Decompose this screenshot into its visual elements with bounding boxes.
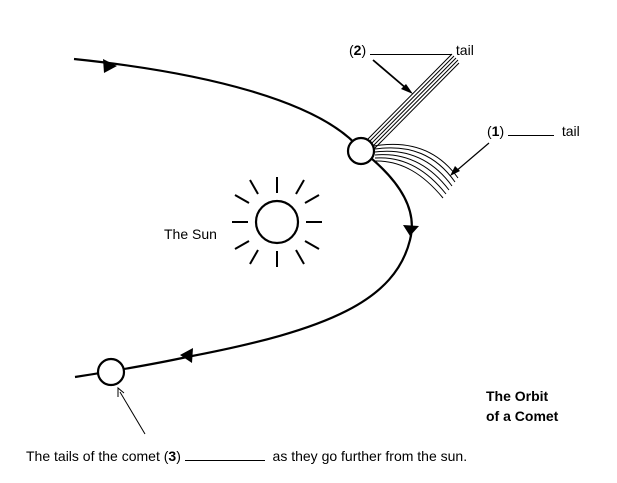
comet-orbit-path (73, 57, 413, 379)
pointer-dust-tail (450, 142, 490, 176)
pointer-ion-tail (372, 59, 413, 94)
question-sentence: The tails of the comet (3) as they go fu… (26, 448, 468, 464)
orbit-arrow-bottom (180, 348, 193, 363)
sun-label: The Sun (164, 226, 217, 242)
comet-near-sun (346, 136, 376, 166)
dust-tail-number: 1 (491, 123, 500, 139)
question-blank (184, 448, 265, 461)
comet-far-from-sun (96, 357, 126, 387)
question-number: 3 (168, 448, 177, 464)
dust-tail-word: tail (561, 123, 580, 139)
ion-tail-word: tail (455, 42, 474, 58)
question-suffix: as they go further from the sun. (272, 448, 468, 464)
sun-icon (232, 177, 322, 267)
orbit-arrow-right (403, 225, 419, 236)
ion-tail-label: (2) tail (349, 42, 474, 58)
question-prefix: The tails of the comet (26, 448, 160, 464)
ion-tail-number: 2 (353, 42, 362, 58)
pointer-far-comet (117, 386, 146, 435)
title-line-2: of a Comet (486, 408, 559, 424)
diagram-title: The Orbit of a Comet (486, 386, 558, 426)
dust-tail-label: (1) tail (487, 123, 580, 139)
ion-tail (364, 53, 460, 151)
dust-tail-blank (508, 123, 555, 136)
orbit-arrow-top (103, 59, 117, 73)
dust-tail (373, 143, 459, 199)
ion-tail-blank (370, 42, 453, 55)
title-line-1: The Orbit (486, 388, 549, 404)
